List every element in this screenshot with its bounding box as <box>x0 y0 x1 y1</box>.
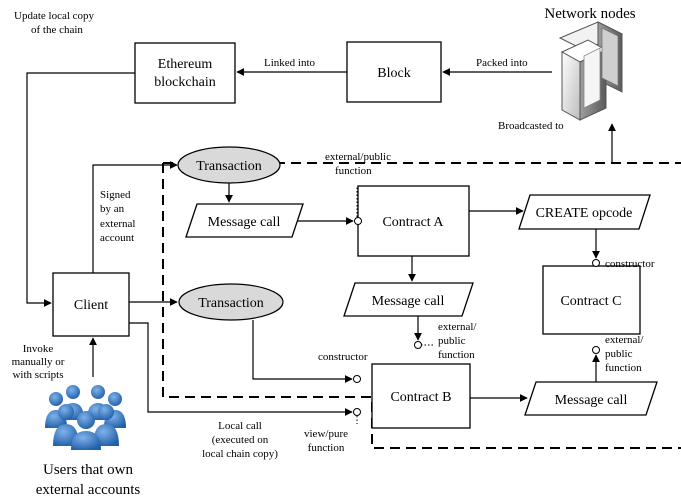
ext-c-label-1: external/ <box>605 334 644 346</box>
contract-b-view-port <box>353 408 361 416</box>
client-label: Client <box>74 298 108 313</box>
ext-b-label-2: public <box>438 335 466 347</box>
contract-a-port <box>354 217 362 225</box>
ext-b-label-3: function <box>438 349 475 361</box>
local-call-label-3: local chain copy) <box>202 448 278 460</box>
packed-into-label: Packed into <box>476 57 528 69</box>
view-label-2: function <box>308 442 345 454</box>
ethereum-label-1: Ethereum <box>158 57 213 72</box>
local-call-label-2: (executed on <box>212 434 269 446</box>
contract-c-ext-port <box>592 346 600 354</box>
signed-label-1: Signed <box>100 189 131 201</box>
contract-b-label: Contract B <box>390 390 451 405</box>
message-call-2-label: Message call <box>372 294 445 309</box>
create-opcode-label: CREATE opcode <box>536 206 633 221</box>
message-call-2: Message call <box>343 282 474 317</box>
transaction-constructor-arrow <box>252 320 353 383</box>
transaction-middle: Transaction <box>178 283 284 321</box>
network-nodes-label: Network nodes <box>544 6 635 22</box>
signed-label-2: by an <box>100 203 125 215</box>
ext-pub-a-label-1: external/public <box>325 151 391 163</box>
message-call-1-label: Message call <box>208 215 281 230</box>
signed-label-3: external <box>100 218 135 230</box>
transaction-top: Transaction <box>177 146 281 184</box>
transaction-top-label: Transaction <box>196 159 262 174</box>
linked-into-label: Linked into <box>264 57 316 69</box>
invoke-label-3: with scripts <box>12 369 63 381</box>
transaction-middle-label: Transaction <box>198 296 264 311</box>
ext-c-label-3: function <box>605 362 642 374</box>
user-group-icon <box>45 385 126 450</box>
invoke-label-2: manually or <box>12 356 65 368</box>
contract-b-constructor-port <box>353 375 361 383</box>
users-label-1: Users that own <box>43 462 133 478</box>
signed-transaction-arrow <box>92 161 178 273</box>
contract-c-constructor-port <box>592 259 600 267</box>
message-call-3-label: Message call <box>555 393 628 408</box>
ext-b-label-1: external/ <box>438 321 477 333</box>
contract-b-box: Contract B <box>371 363 471 429</box>
invoke-label-1: Invoke <box>23 343 54 355</box>
contract-a-box: Contract A <box>357 185 470 257</box>
ethereum-label-2: blockchain <box>154 75 215 90</box>
broadcasted-to-label: Broadcasted to <box>498 120 564 132</box>
view-label-1: view/pure <box>304 428 348 440</box>
block-label: Block <box>377 66 410 81</box>
contract-c-box: Contract C <box>542 265 641 335</box>
update-label-2: of the chain <box>31 24 83 36</box>
contract-a-label: Contract A <box>382 215 444 230</box>
create-opcode-box: CREATE opcode <box>518 194 651 230</box>
client-box: Client <box>52 272 130 337</box>
users-label-2: external accounts <box>36 482 141 498</box>
update-chain-arrow <box>26 72 135 307</box>
ext-pub-a-label-2: function <box>335 165 372 177</box>
message-call-3: Message call <box>524 381 658 416</box>
signed-label-4: account <box>100 232 134 244</box>
update-label-1: Update local copy <box>14 10 95 22</box>
server-stack-icon <box>558 21 624 121</box>
constructor-c-label: constructor <box>605 258 655 270</box>
block-box: Block <box>346 41 442 103</box>
local-call-label-1: Local call <box>218 420 262 432</box>
message-call-1: Message call <box>185 203 304 238</box>
ext-c-label-2: public <box>605 348 633 360</box>
contract-c-label: Contract C <box>560 294 621 309</box>
ethereum-blockchain-box: Ethereum blockchain <box>134 42 236 104</box>
local-call-arrow <box>129 322 353 416</box>
contract-b-ext-port <box>414 341 422 349</box>
constructor-b-label: constructor <box>318 351 368 363</box>
